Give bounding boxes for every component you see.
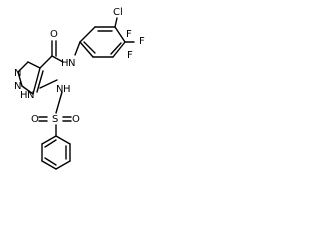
- bond: [110, 42, 122, 55]
- triazole-nh-nitrogen-label: N: [27, 90, 34, 101]
- chlorine-label: Cl: [113, 7, 123, 18]
- sulfonamide-nitrogen-label: N: [56, 84, 63, 95]
- amide-hydrogen-label: H: [61, 58, 69, 69]
- triazole-hydrogen-label: H: [20, 90, 28, 101]
- bond: [114, 17, 118, 28]
- bond: [39, 55, 53, 69]
- bond: [114, 26, 126, 43]
- bond-layer: [17, 17, 135, 170]
- cf3-fluorine-label: F: [139, 36, 145, 47]
- triazole-nitrogen-label: N: [14, 81, 21, 92]
- cf3-fluorine-label: F: [127, 50, 133, 61]
- bond: [79, 26, 96, 43]
- sulfur-label: S: [52, 114, 58, 125]
- bond: [39, 79, 58, 89]
- bond: [41, 135, 57, 145]
- bond: [27, 61, 41, 69]
- bond: [112, 41, 126, 58]
- bond: [36, 70, 44, 93]
- bond: [79, 41, 94, 58]
- atom-label-layer: Cl F F F O N H N N N H N H S O O: [14, 7, 145, 125]
- bond: [17, 61, 29, 73]
- bond: [44, 139, 57, 148]
- sulfonyl-oxygen-label: O: [31, 114, 39, 125]
- bond: [51, 55, 64, 63]
- triazole-nitrogen-label: N: [14, 68, 21, 79]
- bond: [32, 67, 41, 95]
- sulfonamide-hydrogen-label: H: [63, 84, 71, 95]
- cf3-fluorine-label: F: [126, 29, 132, 40]
- amide-oxygen-label: O: [50, 29, 58, 40]
- bond: [21, 85, 34, 95]
- bond: [44, 157, 57, 166]
- bond: [41, 160, 57, 170]
- molecule-structure: Cl F F F O N H N N N H N H S O O: [14, 7, 145, 170]
- sulfonyl-oxygen-label: O: [72, 114, 80, 125]
- bond: [55, 160, 71, 170]
- bond: [74, 41, 81, 56]
- bond: [55, 135, 71, 145]
- amide-nitrogen-label: N: [68, 58, 75, 69]
- bond: [55, 91, 63, 114]
- bond: [83, 41, 96, 54]
- bond: [17, 71, 23, 87]
